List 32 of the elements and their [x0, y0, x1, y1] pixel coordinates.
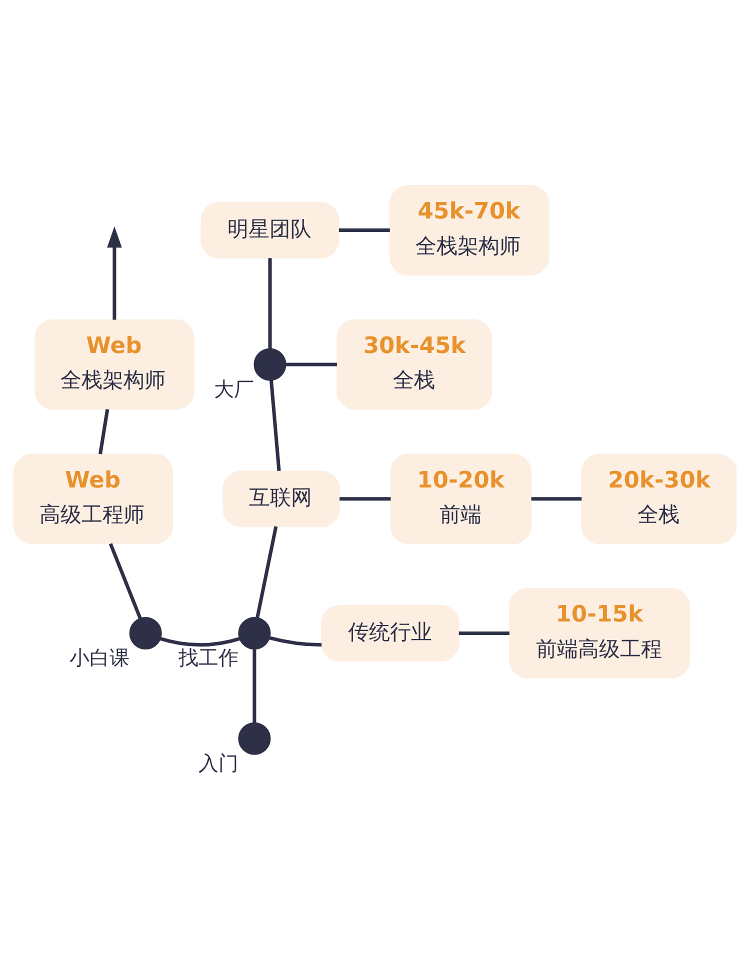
node-box: 互联网: [222, 470, 340, 528]
node-label: 小白课: [70, 646, 130, 670]
node-box: Web 全栈架构师: [34, 319, 194, 410]
node-circle: [238, 616, 271, 650]
connector: [340, 497, 391, 501]
connector: [286, 362, 337, 366]
node-box: Web 高级工程师: [13, 454, 174, 544]
node-box: 20k-30k 全栈: [581, 454, 737, 544]
node-box: 10-20k 前端: [390, 454, 532, 544]
arrow: [107, 226, 122, 320]
node-circle: [129, 616, 162, 650]
node-label: 找工作: [178, 646, 238, 670]
connector: [531, 497, 582, 501]
node-label: 大厂: [214, 378, 254, 401]
connector: [268, 258, 272, 349]
connector: [269, 636, 322, 647]
connector: [256, 526, 278, 618]
connector: [269, 380, 281, 471]
node-box: 45k-70k 全栈架构师: [390, 184, 550, 276]
node-box: 明星团队: [200, 202, 340, 258]
connector: [338, 228, 390, 232]
connector: [458, 631, 510, 635]
node-circle: [238, 722, 271, 755]
connector: [160, 636, 240, 647]
node-box: 传统行业: [320, 604, 460, 662]
connector: [108, 543, 142, 619]
node-circle: [254, 348, 286, 381]
node-box: 10-15k 前端高级工程: [508, 588, 690, 678]
connector: [98, 409, 110, 454]
connector: [252, 649, 256, 723]
node-label: 入门: [198, 752, 238, 775]
node-box: 30k-45k 全栈: [336, 319, 492, 410]
